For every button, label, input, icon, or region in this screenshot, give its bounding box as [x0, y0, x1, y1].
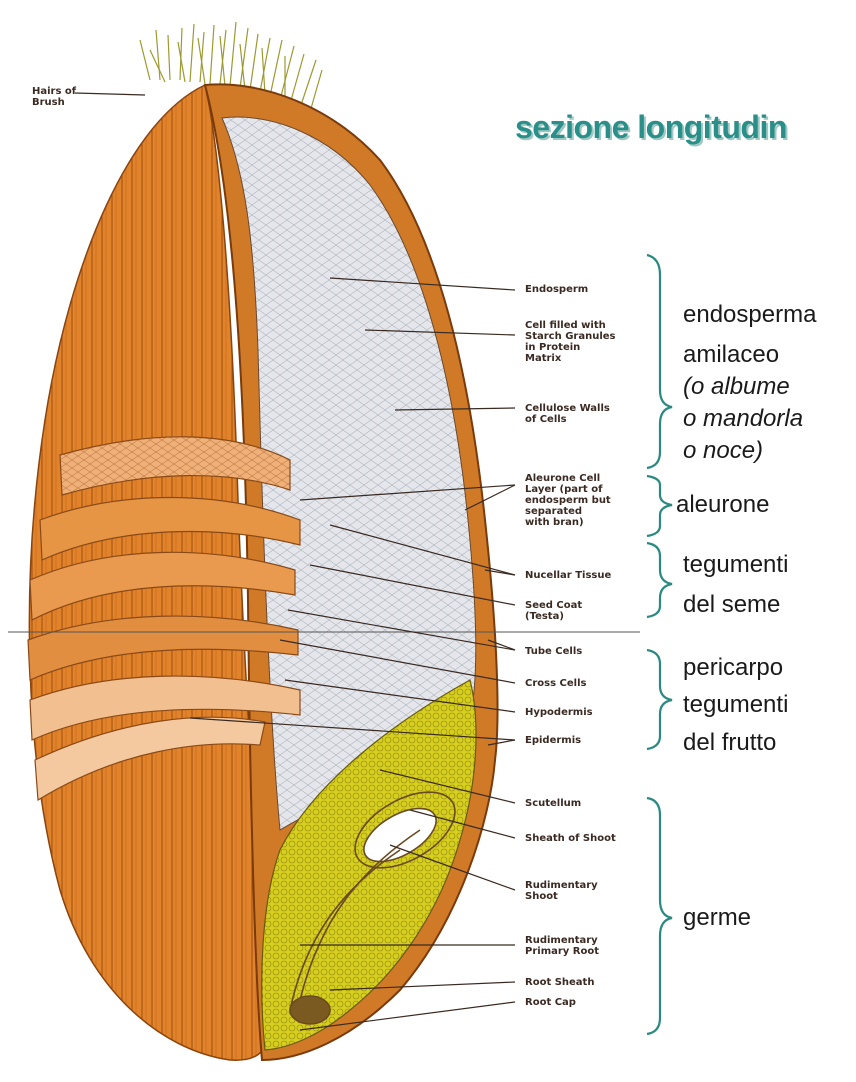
label-it-del-frutto: del frutto: [683, 728, 776, 757]
label-it-pericarpo: pericarpo: [683, 653, 783, 682]
label-epidermis: Epidermis: [525, 735, 581, 746]
label-it-amilaceo: amilaceo: [683, 340, 779, 369]
label-it-mandorla-text: o mandorla: [683, 405, 803, 432]
label-it-tegumenti-seme-2: del seme: [683, 590, 780, 619]
label-tube-cells: Tube Cells: [525, 646, 582, 657]
label-seed-coat: Seed Coat (Testa): [525, 600, 582, 622]
label-cell-filled: Cell filled with Starch Granules in Prot…: [525, 320, 615, 364]
label-cross-cells: Cross Cells: [525, 678, 586, 689]
label-it-germe: germe: [683, 903, 751, 932]
brace-endosperma: [647, 255, 672, 468]
label-it-endosperma: endosperma: [683, 300, 816, 329]
label-it-albume: (o albume: [683, 372, 790, 401]
label-rudimentary-primary-root: Rudimentary Primary Root: [525, 935, 599, 957]
label-it-albume-text: (o albume: [683, 373, 790, 400]
label-it-aleurone: aleurone: [676, 490, 769, 519]
label-it-tegumenti-seme-1: tegumenti: [683, 550, 788, 579]
label-root-cap: Root Cap: [525, 997, 576, 1008]
label-hairs-of-brush: Hairs of Brush: [32, 86, 76, 108]
brace-germe: [647, 798, 672, 1034]
label-hypodermis: Hypodermis: [525, 707, 593, 718]
label-sheath-of-shoot: Sheath of Shoot: [525, 833, 616, 844]
label-it-mandorla: o mandorla: [683, 404, 803, 433]
brace-pericarpo: [647, 650, 672, 749]
label-nucellar-tissue: Nucellar Tissue: [525, 570, 611, 581]
braces: [647, 255, 672, 1034]
label-cellulose-walls: Cellulose Walls of Cells: [525, 403, 610, 425]
brace-aleurone: [647, 476, 672, 536]
label-it-noce-text: o noce): [683, 437, 763, 464]
page-title: sezione longitudin: [515, 109, 787, 146]
label-it-tegumenti-frutto: tegumenti: [683, 690, 788, 719]
label-root-sheath: Root Sheath: [525, 977, 594, 988]
label-rudimentary-shoot: Rudimentary Shoot: [525, 880, 598, 902]
brace-tegumenti-seme: [647, 543, 672, 617]
label-it-noce: o noce): [683, 436, 763, 465]
label-endosperm: Endosperm: [525, 284, 588, 295]
label-scutellum: Scutellum: [525, 798, 581, 809]
label-aleurone-cell-layer: Aleurone Cell Layer (part of endosperm b…: [525, 473, 611, 528]
